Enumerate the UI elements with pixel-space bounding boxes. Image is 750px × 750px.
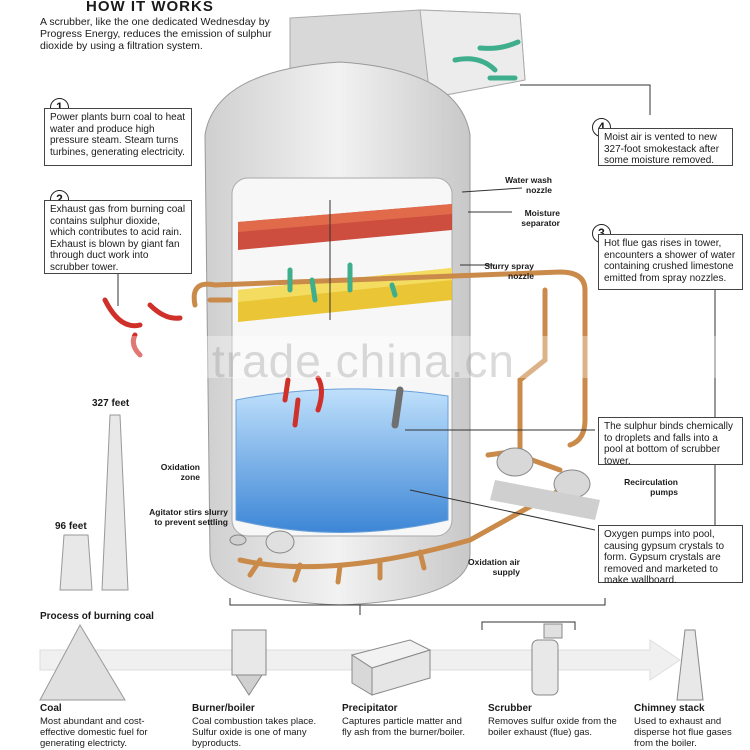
callout-4: Moist air is vented to new 327-foot smok… (598, 128, 733, 166)
label-moisture-separator: Moisture separator (521, 208, 560, 228)
label-327-feet: 327 feet (92, 398, 130, 409)
step-chimney-title: Chimney stack (634, 703, 705, 714)
scrubber-icon (531, 623, 563, 696)
step-burner-desc: Coal combustion takes place. Sulfur oxid… (192, 716, 317, 749)
page-title: HOW IT WORKS (86, 0, 214, 15)
precipitator-icon (350, 639, 432, 696)
smokestacks (59, 414, 129, 591)
water-pool (235, 388, 449, 533)
label-oxidation-air: Oxidation air supply (468, 557, 520, 577)
chimney-icon (676, 629, 704, 701)
copper-pipes (191, 269, 588, 585)
process-strip (39, 623, 704, 701)
flow-arrows (102, 39, 521, 429)
step-scrubber-desc: Removes sulfur oxide from the boiler exh… (488, 716, 617, 738)
label-96-feet: 96 feet (55, 521, 87, 532)
label-recirculation-pumps: Recirculation pumps (624, 477, 678, 497)
coal-pile (39, 623, 126, 701)
leader-lines (117, 84, 716, 630)
label-slurry-spray: Slurry spray nozzle (484, 261, 534, 281)
watermark: trade.china.cn (212, 335, 515, 387)
watermark-band (0, 336, 750, 378)
callout-oxygen: Oxygen pumps into pool, causing gypsum c… (598, 525, 743, 586)
scrubber-tower (204, 61, 471, 606)
callout-2: Exhaust gas from burning coal contains s… (44, 200, 192, 274)
process-heading: Process of burning coal (40, 611, 154, 622)
callout-1: Power plants burn coal to heat water and… (44, 108, 192, 166)
step-burner-title: Burner/boiler (192, 703, 255, 714)
step-chimney-desc: Used to exhaust and disperse hot flue ga… (634, 716, 732, 749)
step-precipitator-title: Precipitator (342, 703, 398, 714)
label-oxidation-zone: Oxidation zone (160, 462, 200, 482)
step-precipitator-desc: Captures particle matter and fly ash fro… (342, 716, 466, 738)
label-water-wash: Water wash nozzle (505, 175, 552, 195)
callout-3: Hot flue gas rises in tower, encounters … (598, 234, 743, 290)
step-scrubber-title: Scrubber (488, 703, 532, 714)
callout-sulphur: The sulphur binds chemically to droplets… (598, 417, 743, 467)
recirculation-pumps (490, 447, 600, 520)
intro-text: A scrubber, like the one dedicated Wedne… (40, 16, 272, 52)
step-coal-title: Coal (40, 703, 62, 714)
step-coal-desc: Most abundant and cost-effective domesti… (40, 716, 148, 749)
burner-icon (231, 629, 267, 696)
label-agitator: Agitator stirs slurry to prevent settlin… (149, 507, 228, 527)
